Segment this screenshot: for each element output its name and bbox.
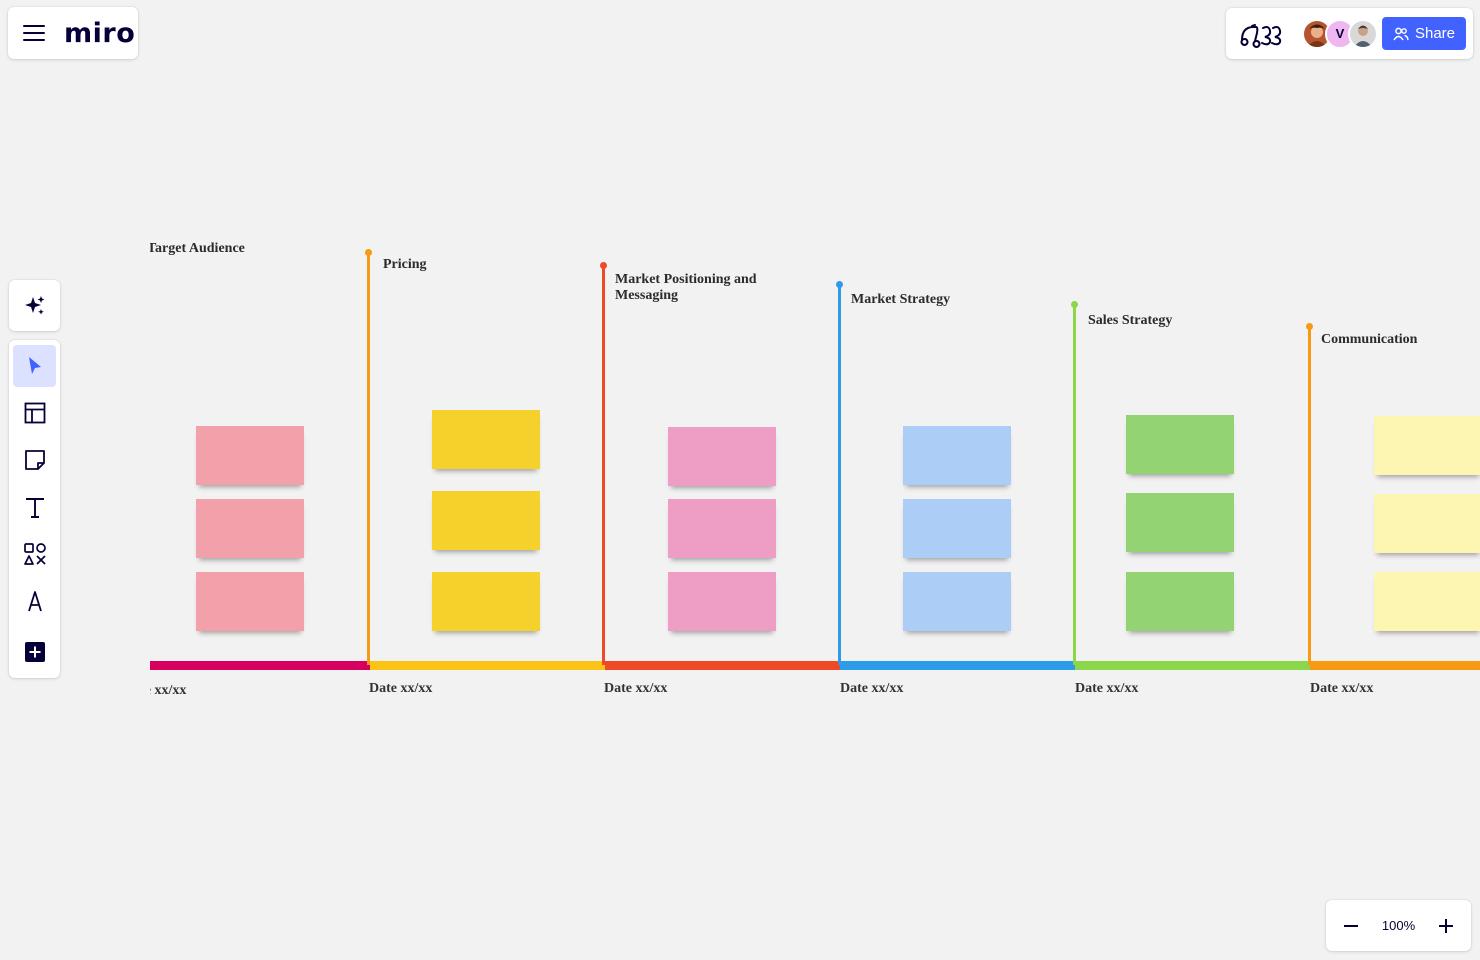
stage-heading[interactable]: Pricing bbox=[383, 257, 427, 272]
timeline-segment bbox=[840, 661, 1075, 670]
timeline-marker bbox=[367, 253, 370, 665]
sticky-note[interactable] bbox=[668, 572, 776, 631]
sticky-note[interactable] bbox=[1374, 494, 1480, 553]
sticky-note[interactable] bbox=[1374, 416, 1480, 475]
pen-icon bbox=[27, 591, 42, 612]
sticky-note[interactable] bbox=[1126, 572, 1234, 631]
sticky-note[interactable] bbox=[196, 499, 304, 558]
shapes-tool[interactable] bbox=[13, 533, 56, 575]
marker-dot bbox=[1306, 323, 1313, 330]
timeline-segment bbox=[370, 661, 605, 670]
zoom-out-button[interactable] bbox=[1331, 906, 1371, 946]
zoom-level[interactable]: 100% bbox=[1381, 918, 1416, 933]
stage-date[interactable]: Date xx/xx bbox=[1075, 681, 1139, 696]
stage-heading[interactable]: Market Positioning and Messaging bbox=[615, 272, 757, 303]
sticky-note[interactable] bbox=[432, 491, 540, 550]
share-button[interactable]: Share bbox=[1382, 17, 1466, 50]
select-tool[interactable] bbox=[13, 345, 56, 387]
collaborator-avatars[interactable]: V bbox=[1302, 18, 1378, 49]
pen-tool[interactable] bbox=[13, 580, 56, 622]
stage-date[interactable]: Date xx/xx bbox=[369, 681, 433, 696]
sticky-note[interactable] bbox=[903, 572, 1011, 631]
stage-date[interactable]: Date xx/xx bbox=[150, 683, 187, 698]
timeline-segment bbox=[1075, 661, 1310, 670]
timeline-segment bbox=[150, 661, 370, 670]
plus-icon bbox=[1439, 918, 1453, 933]
reactions-icon[interactable] bbox=[1238, 19, 1288, 49]
sparkle-icon bbox=[24, 295, 44, 315]
cursor-icon bbox=[28, 357, 41, 374]
layout-icon bbox=[24, 402, 45, 424]
zoom-controls: 100% bbox=[1326, 900, 1471, 951]
marker-dot bbox=[1071, 301, 1078, 308]
collaboration-panel: V Share bbox=[1226, 8, 1473, 59]
marker-dot bbox=[600, 262, 607, 269]
timeline-marker bbox=[1073, 305, 1076, 665]
avatar[interactable] bbox=[1348, 18, 1378, 49]
sticky-note[interactable] bbox=[1374, 572, 1480, 631]
sticky-note[interactable] bbox=[196, 572, 304, 631]
add-more-tool[interactable] bbox=[13, 631, 56, 673]
marker-dot bbox=[836, 281, 843, 288]
minus-icon bbox=[1344, 924, 1358, 927]
stage-date[interactable]: Date xx/xx bbox=[1310, 681, 1374, 696]
stage-date[interactable]: Date xx/xx bbox=[604, 681, 668, 696]
sticky-note[interactable] bbox=[903, 426, 1011, 485]
ai-assist-button[interactable] bbox=[9, 280, 60, 331]
sticky-note[interactable] bbox=[668, 499, 776, 558]
sticky-note-tool[interactable] bbox=[13, 439, 56, 481]
templates-tool[interactable] bbox=[13, 392, 56, 434]
sticky-note[interactable] bbox=[432, 410, 540, 469]
timeline-segment bbox=[1310, 661, 1480, 670]
sticky-note-icon bbox=[24, 450, 45, 470]
zoom-in-button[interactable] bbox=[1426, 906, 1466, 946]
text-icon bbox=[25, 498, 44, 518]
sticky-note[interactable] bbox=[1126, 415, 1234, 474]
menu-icon[interactable] bbox=[22, 21, 46, 45]
sticky-note[interactable] bbox=[432, 572, 540, 631]
brand-panel: miro bbox=[8, 7, 138, 59]
stage-heading[interactable]: Communication bbox=[1321, 332, 1418, 347]
sticky-note[interactable] bbox=[668, 427, 776, 486]
sticky-note[interactable] bbox=[1126, 493, 1234, 552]
share-label: Share bbox=[1414, 25, 1456, 42]
timeline-marker bbox=[602, 266, 605, 665]
shapes-icon bbox=[23, 543, 46, 565]
board-canvas[interactable]: Target Audience Pricing Market Positioni… bbox=[150, 0, 1480, 960]
stage-heading[interactable]: Sales Strategy bbox=[1088, 313, 1173, 328]
plus-square-icon bbox=[24, 642, 45, 662]
marker-dot bbox=[365, 249, 372, 256]
stage-date[interactable]: Date xx/xx bbox=[840, 681, 904, 696]
timeline-segment bbox=[605, 661, 840, 670]
left-toolbar bbox=[9, 340, 60, 678]
timeline-marker bbox=[1308, 327, 1311, 665]
sticky-note[interactable] bbox=[903, 499, 1011, 558]
text-tool[interactable] bbox=[13, 486, 56, 528]
sticky-note[interactable] bbox=[196, 426, 304, 485]
stage-heading[interactable]: Market Strategy bbox=[851, 292, 951, 307]
stage-heading[interactable]: Target Audience bbox=[150, 241, 245, 256]
timeline-marker bbox=[838, 285, 841, 665]
users-icon bbox=[1393, 27, 1409, 40]
miro-logo[interactable]: miro bbox=[64, 17, 136, 49]
